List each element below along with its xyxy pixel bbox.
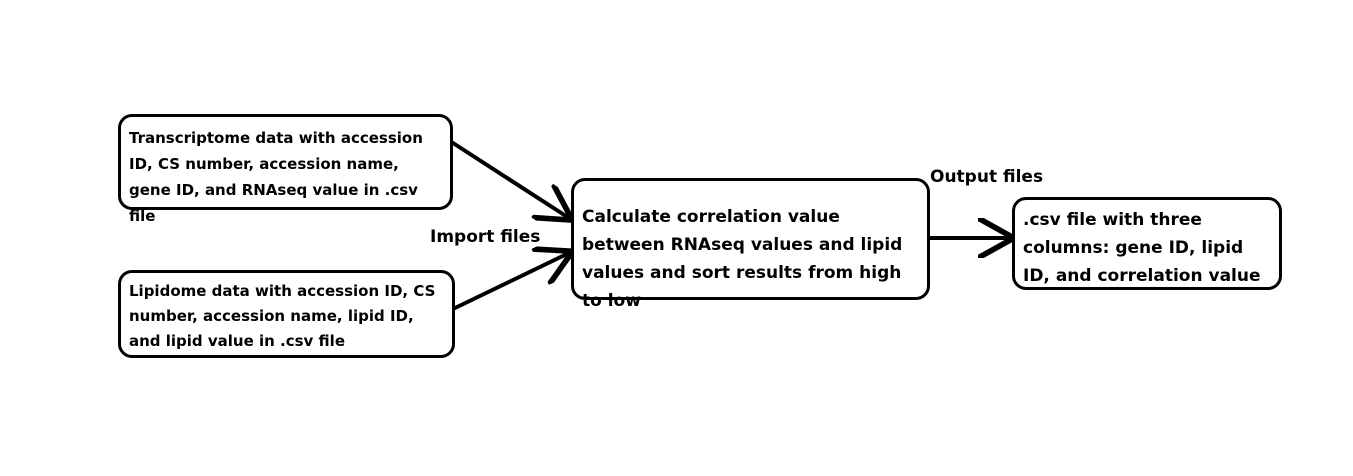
arrow-lipidome-to-calculation	[453, 253, 569, 310]
node-calculation-text: Calculate correlation value between RNAs…	[582, 207, 903, 311]
edge-label-output-files: Output files	[930, 167, 1044, 187]
edge-label-import-files: Import files	[430, 227, 541, 247]
node-transcriptome-data: Transcriptome data with accession ID, CS…	[118, 114, 453, 225]
node-output-text: .csv file with three columns: gene ID, l…	[1023, 210, 1261, 286]
node-lipidome-data: Lipidome data with accession ID, CS numb…	[118, 270, 455, 358]
arrow-transcriptome-to-calculation	[451, 141, 569, 218]
node-lipidome-text: Lipidome data with accession ID, CS numb…	[129, 282, 436, 350]
node-calculate-correlation: Calculate correlation value between RNAs…	[571, 178, 930, 311]
node-output-csv: .csv file with three columns: gene ID, l…	[1012, 197, 1282, 290]
node-transcriptome-text: Transcriptome data with accession ID, CS…	[129, 129, 423, 225]
